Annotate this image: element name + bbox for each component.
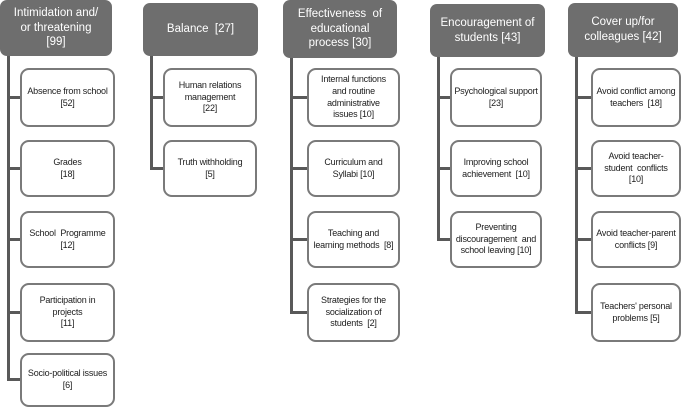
connector-stub (290, 311, 307, 314)
subcategory-avoid-teacher-parent-conflicts: Avoid teacher-parent conflicts [9] (591, 211, 681, 268)
connector-stub (7, 96, 20, 99)
subcategory-internal-functions-admin-issues: Internal functions and routine administr… (307, 68, 400, 127)
connector-stub (7, 378, 20, 381)
subcategory-participation-in-projects: Participation in projects [11] (20, 283, 115, 342)
category-balance: Balance [27] (143, 3, 258, 56)
connector-stub (290, 167, 307, 170)
connector-stub (575, 96, 591, 99)
connector-stub (437, 238, 450, 241)
connector-stub (150, 96, 163, 99)
subcategory-curriculum-and-syllabi: Curriculum and Syllabi [10] (307, 140, 400, 197)
connector-stub (437, 96, 450, 99)
subcategory-psychological-support: Psychological support [23] (450, 68, 542, 127)
connector-stub (7, 311, 20, 314)
connector-trunk-col1 (7, 56, 10, 381)
category-effectiveness-of-educational-process: Effectiveness of educational process [30… (283, 0, 397, 58)
connector-stub (575, 167, 591, 170)
category-encouragement-of-students: Encouragement of students [43] (430, 4, 545, 57)
connector-trunk-col3 (290, 58, 293, 314)
connector-trunk-col5 (575, 57, 578, 314)
subcategory-avoid-teacher-student-conflicts: Avoid teacher- student conflicts [10] (591, 140, 681, 197)
subcategory-avoid-conflict-among-teachers: Avoid conflict among teachers [18] (591, 68, 681, 127)
subcategory-teaching-and-learning-methods: Teaching and learning methods [8] (307, 211, 400, 268)
category-cover-up-for-colleagues: Cover up/for colleagues [42] (568, 3, 678, 57)
connector-stub (290, 96, 307, 99)
category-intimidation-or-threatening: Intimidation and/ or threatening [99] (0, 0, 112, 56)
subcategory-grades: Grades [18] (20, 140, 115, 197)
connector-trunk-col4 (437, 57, 440, 241)
connector-stub (290, 238, 307, 241)
connector-stub (7, 238, 20, 241)
connector-stub (437, 167, 450, 170)
subcategory-school-programme: School Programme [12] (20, 211, 115, 268)
subcategory-preventing-discouragement-school-leaving: Preventing discouragement and school lea… (450, 211, 542, 268)
connector-stub (7, 167, 20, 170)
connector-trunk-col2 (150, 56, 153, 170)
subcategory-strategies-socialization-of-students: Strategies for the socialization of stud… (307, 283, 400, 342)
subcategory-absence-from-school: Absence from school [52] (20, 68, 115, 127)
connector-stub (575, 238, 591, 241)
connector-stub (150, 167, 163, 170)
subcategory-improving-school-achievement: Improving school achievement [10] (450, 140, 542, 197)
subcategory-socio-political-issues: Socio-political issues [6] (20, 353, 115, 407)
connector-stub (575, 311, 591, 314)
subcategory-teachers-personal-problems: Teachers' personal problems [5] (591, 283, 681, 342)
subcategory-human-relations-management: Human relations management [22] (163, 68, 257, 127)
subcategory-truth-withholding: Truth withholding [5] (163, 140, 257, 197)
